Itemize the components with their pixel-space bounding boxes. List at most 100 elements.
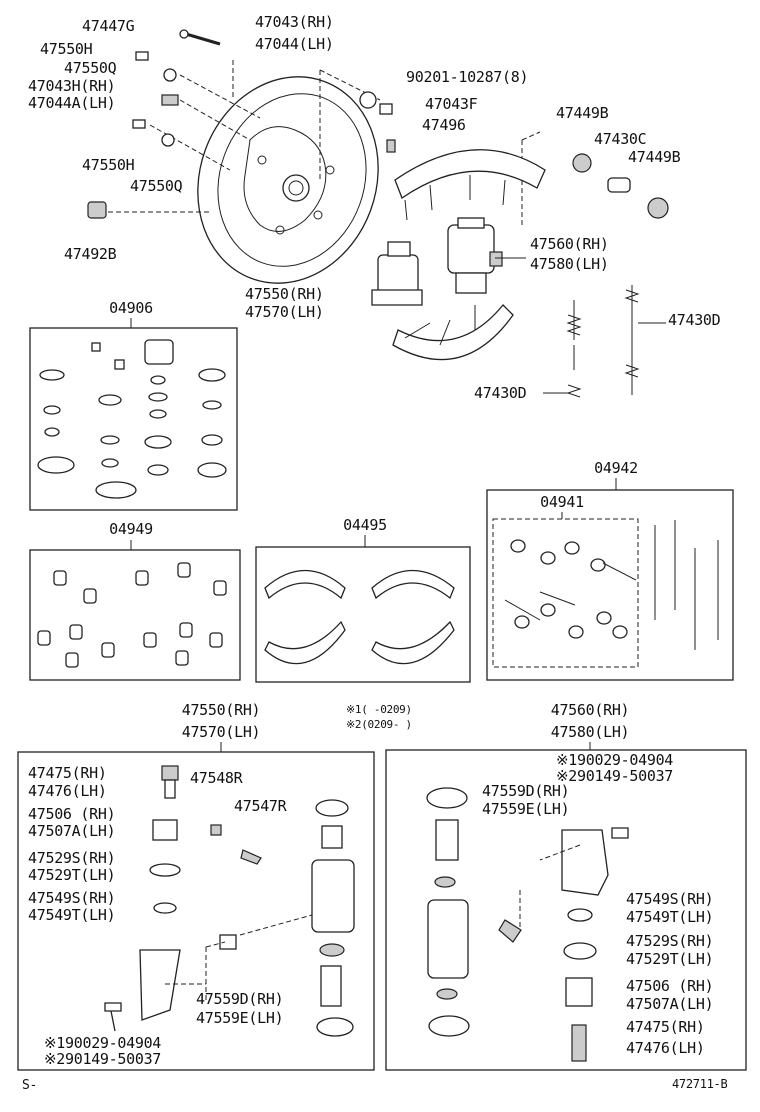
brake-shoe-lower (392, 304, 514, 361)
washer-47550q (163, 68, 177, 82)
label-47549t-lh-right: 47549T(LH) (626, 908, 714, 926)
label-47496: 47496 (422, 116, 466, 134)
label-90201-10287: 90201-10287(8) (406, 68, 529, 86)
kit-04906-part-10 (144, 435, 172, 449)
kit-04906-part-13 (202, 400, 222, 410)
cylinder-body-left (311, 859, 355, 933)
kit-04941-part-7 (596, 611, 612, 625)
kit-04906-part-4 (98, 394, 122, 406)
label-47529t-lh-left: 47529T(LH) (28, 866, 116, 884)
label-47529s-rh-left: 47529S(RH) (28, 849, 116, 867)
label-kit-04942: 04942 (594, 459, 638, 477)
label-47506-rh-right: 47506 (RH) (626, 977, 714, 995)
spring-47430c (607, 177, 631, 193)
kit-04906-part-8 (148, 392, 168, 402)
label-47449b-b: 47449B (628, 148, 681, 166)
kit-04906-part-12 (198, 368, 226, 382)
label-47044a-lh: 47044A(LH) (28, 94, 116, 112)
kit-04906-part-0 (39, 369, 65, 381)
label-90029-04904-left: ※190029-04904 (44, 1034, 162, 1052)
bolt-47550h-b (132, 119, 146, 129)
kit-04906-part-14 (201, 434, 223, 446)
clip-47496 (386, 139, 396, 153)
kit-04906-part-3 (37, 456, 75, 474)
label-47043h-rh: 47043H(RH) (28, 77, 116, 95)
label-47559d-rh-left: 47559D(RH) (196, 990, 284, 1008)
kit-04949-part-6 (69, 624, 83, 640)
label-47570-lh: 47570(LH) (181, 723, 261, 741)
label-47560-rh: 47560(RH) (550, 701, 630, 719)
label-47559e-lh-right: 47559E(LH) (482, 800, 570, 818)
kit-04941-part-0 (510, 539, 526, 553)
kit-04941-part-5 (540, 603, 556, 617)
label-90149-50037-left: ※290149-50037 (44, 1050, 162, 1068)
label-47507a-lh-right: 47507A(LH) (626, 995, 714, 1013)
label-47559d-rh-right: 47559D(RH) (482, 782, 570, 800)
bolt-47043h (161, 94, 179, 106)
label-47549t-lh-left: 47549T(LH) (28, 906, 116, 924)
kit-04941-part-3 (590, 558, 606, 572)
label-47430c: 47430C (594, 130, 647, 148)
label-47476-lh-right: 47476(LH) (626, 1039, 705, 1057)
kit-04906-part-1 (43, 405, 61, 415)
cylinder-body-right (427, 899, 469, 979)
diagram-id: 472711-B (672, 1077, 728, 1091)
label-90029-04904-right: ※190029-04904 (556, 751, 674, 769)
kit-04941-part-4 (514, 615, 530, 629)
boot-47449b (572, 153, 592, 173)
label-47475-rh-left: 47475(RH) (28, 764, 107, 782)
label-47043f: 47043F (425, 95, 478, 113)
label-47476-lh-left: 47476(LH) (28, 782, 107, 800)
label-47506-rh-left: 47506 (RH) (28, 805, 116, 823)
detail-box-47560 (385, 749, 747, 1071)
label-47447g: 47447G (82, 17, 135, 35)
backing-plate (197, 76, 379, 284)
note-1: ※1( -0209) (346, 703, 412, 716)
label-kit-04949: 04949 (109, 520, 153, 538)
kit-04906-cup (144, 339, 174, 365)
kit-04949-part-1 (83, 588, 97, 604)
label-47580-lh: 47580(LH) (550, 723, 630, 741)
kit-04941-part-1 (540, 551, 556, 565)
label-47550q-b: 47550Q (130, 177, 183, 195)
kit-box-04949 (29, 549, 241, 681)
kit-04906-part-5 (100, 435, 120, 445)
label-47550-rh: 47550(RH) (181, 701, 261, 719)
bolt-47550h (135, 51, 149, 61)
wheel-cylinder-47560 (447, 217, 503, 294)
kit-04906-part-2 (44, 427, 60, 437)
kit-04949-part-3 (177, 562, 191, 578)
kit-04949-part-9 (179, 622, 193, 638)
label-47529s-rh-right: 47529S(RH) (626, 932, 714, 950)
label-47550-rh-top: 47550(RH) (245, 285, 324, 303)
kit-box-04906 (29, 327, 238, 511)
label-47043-rh: 47043(RH) (255, 13, 334, 31)
detail-box-47550 (17, 751, 375, 1071)
nut-47043f (379, 103, 393, 115)
label-47549s-rh-left: 47549S(RH) (28, 889, 116, 907)
kit-04906-nut-b (114, 359, 125, 370)
wheel-cylinder-47550 (371, 241, 423, 306)
kit-box-04942 (486, 489, 734, 681)
label-47430d-right: 47430D (668, 311, 721, 329)
kit-04949-part-7 (101, 642, 115, 658)
kit-04941-part-2 (564, 541, 580, 555)
kit-04906-part-11 (147, 464, 169, 476)
nut-90201 (359, 91, 377, 109)
label-47492b: 47492B (64, 245, 117, 263)
kit-04949-part-5 (37, 630, 51, 646)
kit-box-04941 (492, 518, 639, 668)
kit-04949-part-4 (213, 580, 227, 596)
label-47550h-a: 47550H (40, 40, 93, 58)
kit-04949-part-8 (143, 632, 157, 648)
cylinder-bracket-right (561, 829, 609, 896)
label-47547r: 47547R (234, 797, 287, 815)
kit-04941-pin-a (602, 562, 637, 581)
brake-shoe (394, 149, 546, 199)
pin-47447g (179, 29, 221, 46)
label-47549s-rh-right: 47549S(RH) (626, 890, 714, 908)
kit-04941-part-8 (612, 625, 628, 639)
kit-04906-part-15 (197, 462, 227, 478)
